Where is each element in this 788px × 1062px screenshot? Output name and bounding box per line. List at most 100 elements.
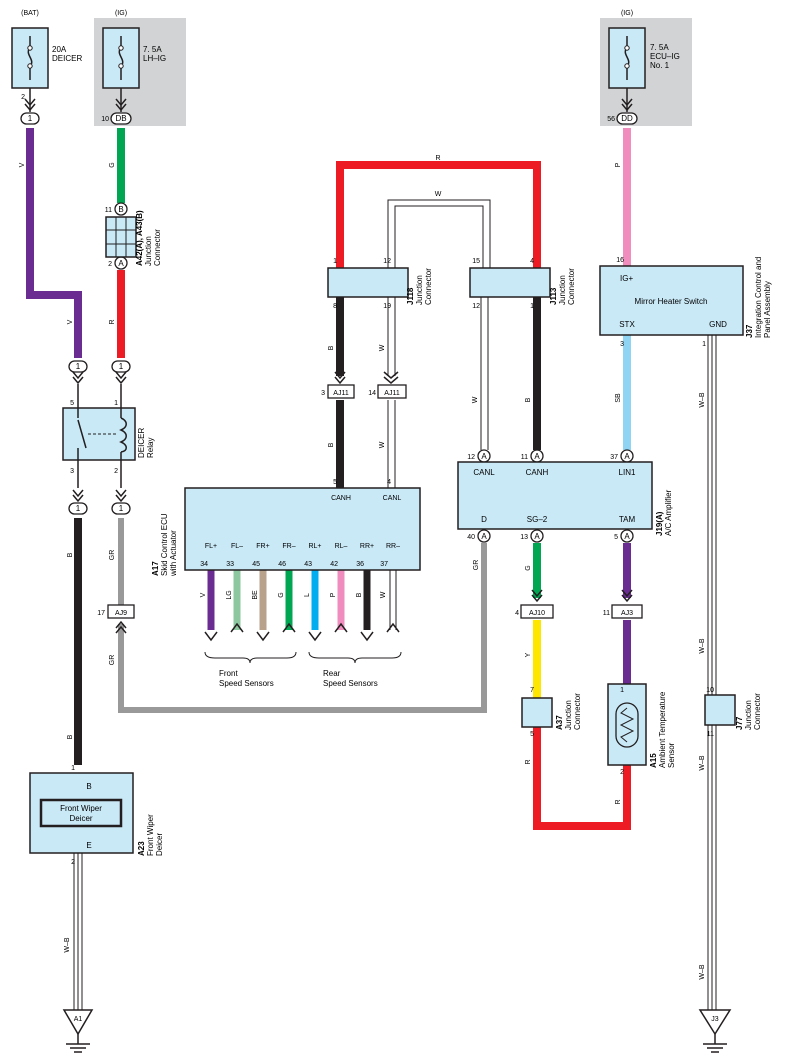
pin-1a: 1 xyxy=(28,114,33,123)
fuse-ecuig xyxy=(608,27,646,89)
j19-names: J19(A) A/C Amplifier xyxy=(655,489,673,536)
fuse-deicer xyxy=(11,27,49,89)
j113-4: 4 xyxy=(530,258,534,265)
sp-33: 33 xyxy=(226,561,234,568)
a17-t5: RL– xyxy=(335,543,348,550)
sp-36: 36 xyxy=(356,561,364,568)
j19-pin-a6: A xyxy=(624,532,630,541)
j37-n2: Panel Assembly xyxy=(763,281,772,338)
junction-a42 xyxy=(105,216,137,258)
wl-w-j113: W xyxy=(472,396,479,403)
pin-11aj: 11 xyxy=(603,610,610,617)
aj-labels: AJ9 AJ11 AJ11 AJ10 AJ3 xyxy=(115,390,633,617)
a23-names: A23 Front Wiper Deicer xyxy=(137,814,164,856)
wire-r-top xyxy=(336,161,541,268)
aj11a: AJ11 xyxy=(333,390,349,397)
wl-b-j118: B xyxy=(328,345,335,350)
j118-n1: Junction xyxy=(415,275,424,305)
j37-1: 1 xyxy=(702,341,706,348)
j118-connector xyxy=(327,267,409,298)
j113-connector xyxy=(469,267,551,298)
wl-sb: SB xyxy=(615,393,622,403)
fuse-ecuig-name2: No. 1 xyxy=(650,61,670,70)
wl-s-w: W xyxy=(380,591,387,598)
a17-id: A17 xyxy=(151,561,160,576)
j118-n2: Connector xyxy=(424,268,433,305)
j113-id: J113 xyxy=(549,287,558,305)
fuse-ecuig-amp: 7. 5A xyxy=(650,43,669,52)
a37-names: A37 Junction Connector xyxy=(555,693,582,730)
wire-v xyxy=(26,128,82,358)
j77-11: 11 xyxy=(707,731,714,738)
aj11b: AJ11 xyxy=(384,390,400,397)
aj10: AJ10 xyxy=(529,610,545,617)
pin-c4: 1 xyxy=(119,504,124,513)
sp-46: 46 xyxy=(278,561,286,568)
wl-s-v: V xyxy=(200,592,207,597)
a15-sensor xyxy=(607,683,647,766)
pin-labels-in: 1 DB DD 1 1 1 1 B A A A A A A A xyxy=(28,114,633,541)
wl-r-a15: R xyxy=(615,799,622,804)
j118-names: J118 Junction Connector xyxy=(406,268,433,305)
wl-b-aj11: B xyxy=(328,442,335,447)
pin-56: 56 xyxy=(607,116,615,123)
wl-s-be: BE xyxy=(252,590,259,600)
pin-db: DB xyxy=(115,114,126,123)
pin-17: 17 xyxy=(97,610,105,617)
pin-3r: 3 xyxy=(70,468,74,475)
a37-id: A37 xyxy=(555,715,564,730)
j113-1: 1 xyxy=(530,303,534,310)
sp-45: 45 xyxy=(252,561,260,568)
aj3: AJ3 xyxy=(621,610,633,617)
sp-42: 42 xyxy=(330,561,338,568)
a17-t0: FL+ xyxy=(205,543,217,550)
wl-gr3: GR xyxy=(473,560,480,571)
wl-gr1: GR xyxy=(109,550,116,561)
wire-labels: V V G R B B GR GR GR B W B W W B P SB W–… xyxy=(19,162,706,979)
pin-c3: 1 xyxy=(76,504,81,513)
a17-4: 4 xyxy=(387,479,391,486)
fuse-ecuig-name1: ECU–IG xyxy=(650,52,680,61)
j77-id: J77 xyxy=(735,716,744,730)
ground-a1: A1 xyxy=(74,1016,83,1023)
front-label2: Speed Sensors xyxy=(219,679,274,688)
wl-w-aj11: W xyxy=(379,441,386,448)
a23-n1: Front Wiper xyxy=(146,814,155,856)
j19-pin-a1: A xyxy=(481,452,487,461)
fuse-lhig xyxy=(102,27,140,89)
j113-12: 12 xyxy=(472,303,480,310)
sp-37: 37 xyxy=(380,561,388,568)
a42-id: A42(A), A43(B) xyxy=(135,210,144,266)
a15-2: 2 xyxy=(620,769,624,776)
a37-5: 5 xyxy=(530,731,534,738)
wl-r-a37: R xyxy=(525,759,532,764)
sp-34: 34 xyxy=(200,561,208,568)
j37-ig: IG+ xyxy=(620,274,633,283)
j19-13: 13 xyxy=(520,534,528,541)
j77-names: J77 Junction Connector xyxy=(735,693,762,730)
source-bat: (BAT) xyxy=(21,10,39,17)
j77-10: 10 xyxy=(706,687,714,694)
wl-s-p: P xyxy=(330,592,337,597)
wl-v1: V xyxy=(19,162,26,167)
j19-sg: SG–2 xyxy=(527,515,548,524)
pin-10: 10 xyxy=(101,116,109,123)
j37-stx: STX xyxy=(619,320,635,329)
fuse-deicer-name: DEICER xyxy=(52,54,82,63)
a17-canl: CANL xyxy=(383,495,402,502)
pin-b: B xyxy=(118,205,123,214)
wl-wb1: W–B xyxy=(699,392,706,408)
j118-12: 12 xyxy=(383,258,391,265)
wl-s-l: L xyxy=(304,593,311,597)
j19-pin-a4: A xyxy=(481,532,487,541)
j37-n1: Integration Control and xyxy=(754,257,763,338)
pin-11b: 11 xyxy=(105,207,112,214)
j19-canl: CANL xyxy=(473,468,495,477)
a17-ecu xyxy=(184,487,421,571)
source-ig1: (IG) xyxy=(115,10,127,17)
source-ig2: (IG) xyxy=(621,10,633,17)
wl-b-j113: B xyxy=(525,397,532,402)
a15-id: A15 xyxy=(649,753,658,768)
chevrons xyxy=(24,98,633,634)
wl-s-lg: LG xyxy=(226,590,233,599)
